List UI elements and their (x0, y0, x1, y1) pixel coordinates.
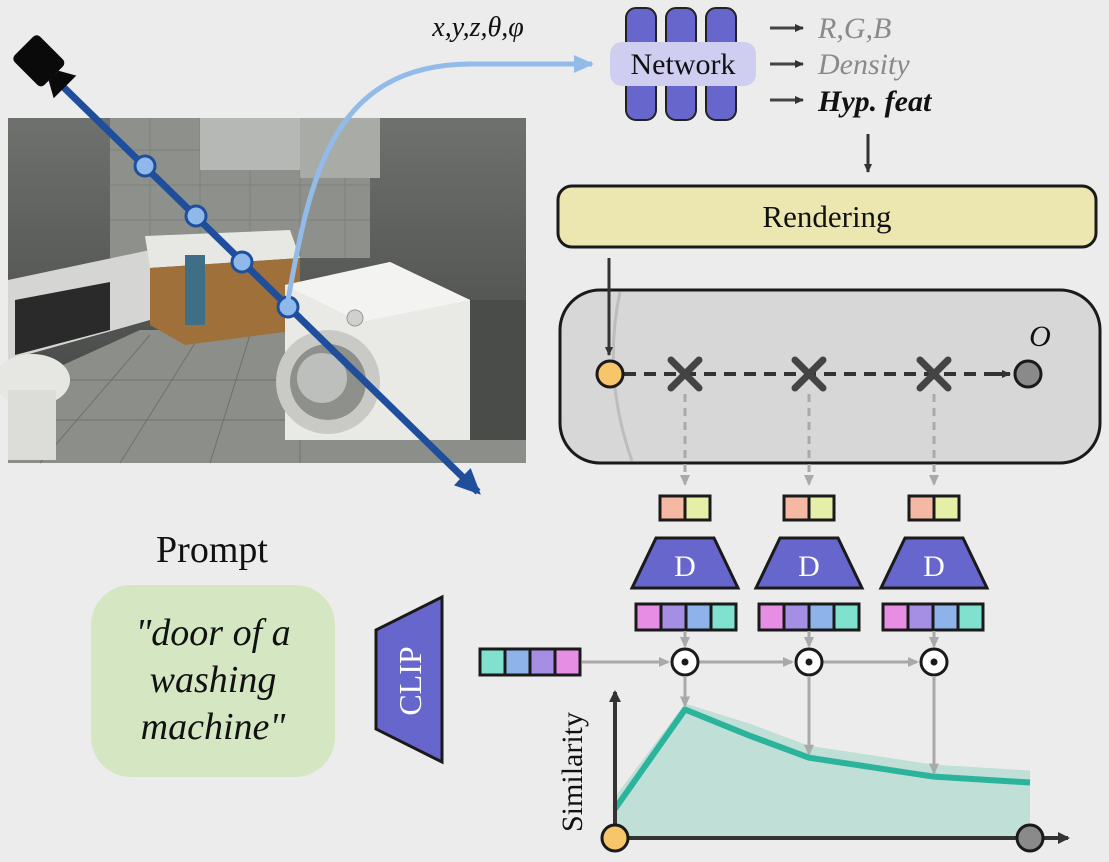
semantic-feature-cell (659, 602, 688, 632)
semantic-feature-cell (757, 602, 786, 632)
origin-label: O (1029, 320, 1051, 353)
text-feature-cell (528, 647, 557, 677)
semantic-feature-cell (832, 602, 861, 632)
hyperbolic-feature-cell (658, 494, 687, 522)
network-label: Network (631, 48, 736, 81)
rendering-label: Rendering (762, 199, 891, 234)
dot-product-links (582, 631, 939, 667)
input-coords-label: x,y,z,θ,φ (431, 12, 523, 43)
text-feature-cell (478, 647, 507, 677)
ray-panel: O (558, 258, 1102, 465)
text-feature-cell (503, 647, 532, 677)
text-embedding (478, 647, 582, 677)
similarity-chart: Similarity (556, 676, 1070, 853)
semantic-feature-cell (881, 602, 910, 632)
decoder-block (629, 536, 741, 590)
multiply-icon (667, 356, 703, 392)
text-feature-cell (553, 647, 582, 677)
prompt-line: "door of a (135, 612, 290, 654)
output-rgb-label: R,G,B (817, 12, 891, 45)
sample-to-feature-arrows (680, 394, 939, 486)
decoder-block (878, 536, 990, 590)
network-outputs: R,G,B Density Hyp. feat (770, 12, 933, 118)
decoder-block (753, 536, 865, 590)
sample-point (184, 204, 208, 228)
dot-product-icon (919, 647, 949, 677)
semantic-feature-cell (634, 602, 663, 632)
output-density-label: Density (817, 48, 910, 81)
similarity-line (612, 706, 1031, 811)
dot-product-icon (794, 647, 824, 677)
network-block: Network (610, 7, 756, 121)
decoder-label: D (923, 550, 945, 583)
camera-icon (13, 35, 77, 99)
sample-point (230, 250, 254, 274)
sample-point (133, 154, 157, 178)
clip-encoder: CLIP (374, 594, 444, 765)
prompt-heading: Prompt (156, 529, 268, 571)
camera-ray (45, 69, 481, 495)
hyperbolic-feature-cell (782, 494, 811, 522)
semantic-feature-cell (807, 602, 836, 632)
scene-photo (0, 118, 526, 464)
y-axis-label: Similarity (556, 712, 589, 832)
decoder-columns: D D D (629, 494, 990, 632)
hyperbolic-feature-cell (907, 494, 936, 522)
semantic-feature-cell (709, 602, 738, 632)
decoder-label: D (798, 550, 820, 583)
axis-origin-point (600, 823, 630, 853)
decoder-label: D (674, 550, 696, 583)
semantic-feature-cell (931, 602, 960, 632)
semantic-feature-cell (782, 602, 811, 632)
prompt-line: machine" (141, 706, 287, 748)
clip-label: CLIP (392, 646, 428, 715)
axis-far-point (1015, 823, 1045, 853)
prompt-line: washing (150, 659, 277, 701)
semantic-feature-cell (956, 602, 985, 632)
hyperbolic-feature-cell (683, 494, 712, 522)
dot-product-nodes (670, 647, 949, 677)
hyperbolic-feature-cell (807, 494, 836, 522)
multiply-icon (916, 356, 952, 392)
multiply-icon (791, 356, 827, 392)
ray-origin-point (595, 359, 625, 389)
hyperbolic-feature-cell (932, 494, 961, 522)
semantic-feature-cell (906, 602, 935, 632)
semantic-feature-cell (684, 602, 713, 632)
ray-sample-points (133, 154, 300, 319)
similarity-area (615, 703, 1030, 838)
dot-product-icon (670, 647, 700, 677)
rendering-box: Rendering (556, 184, 1098, 249)
ray-far-point (1013, 359, 1043, 389)
prompt-box: "door of a washing machine" (91, 585, 335, 777)
query-arrow (285, 55, 594, 301)
output-hyp-feat-label: Hyp. feat (817, 85, 933, 118)
